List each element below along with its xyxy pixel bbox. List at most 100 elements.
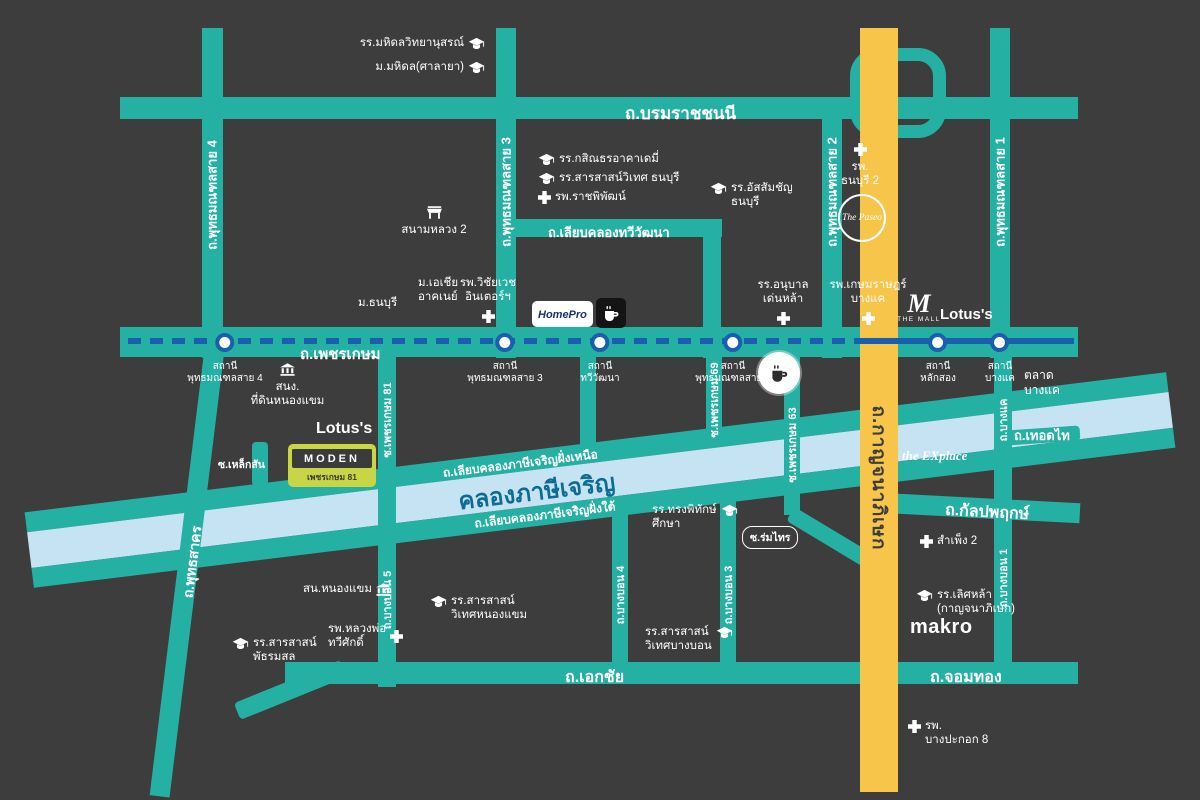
road-label-soi-lek-san: ซ.เหล็กสัน xyxy=(218,459,265,471)
station-prefix: สถานี xyxy=(492,361,518,372)
station-prefix: สถานี xyxy=(925,361,951,372)
graduation-cap-icon xyxy=(468,37,485,50)
coffee-cup-icon xyxy=(601,304,621,324)
poi-label: รร.เลิศหล้า (กาญจนาภิเษก) xyxy=(937,589,1015,616)
homepro-logo: HomePro xyxy=(532,301,593,327)
poi-label: รพ. ธนบุรี 2 xyxy=(841,161,879,188)
poi-label: รพ.วิชัยเวช อินเตอร์ฯ xyxy=(459,277,517,304)
makro-logo: makro xyxy=(910,616,973,639)
poi-label: รร.สารสาสน์วิเทศ ธนบุรี xyxy=(559,172,680,184)
poi-label: รพ.ราชพิพัฒน์ xyxy=(555,191,626,203)
poi-southeast-asia-university: ม.เอเชีย อาคเนย์ xyxy=(418,276,458,305)
station-phutthamonthon-sai-3: สถานีพุทธมณฑลสาย 3 xyxy=(467,333,543,385)
graduation-cap-icon xyxy=(430,595,447,608)
lotus-logo-text: Lotus's xyxy=(940,306,993,323)
poi-label: รพ. บางปะกอก 8 xyxy=(925,720,989,747)
coffee-shop-badge-logo xyxy=(758,352,800,394)
makro-logo-text: makro xyxy=(910,616,973,638)
hospital-cross-icon xyxy=(853,143,867,156)
road-label-borommaratchachonnani: ถ.บรมราชชนนี xyxy=(625,104,737,123)
station-prefix: สถานี xyxy=(987,361,1013,372)
poi-label: รร.กสิณธรอาคาเดมี่ xyxy=(559,153,659,165)
road-label-ekkachai: ถ.เอกชัย xyxy=(565,669,625,686)
lotus-logo-west: Lotus's xyxy=(316,420,372,438)
poi-sanam-luang-2: สนามหลวง 2 xyxy=(398,205,470,237)
station-dot-icon xyxy=(590,333,610,352)
explace-logo-text: the EXplace xyxy=(902,448,968,463)
station-dot-icon xyxy=(215,333,235,352)
poi-label: รพ.หลวงพ่อ ทวีศักดิ์ xyxy=(328,623,387,650)
poi-mahidol-university-salaya: ม.มหิดล(ศาลายา) xyxy=(320,60,485,74)
road-label-soi-phetkasem-81: ซ.เพชรเกษม 81 xyxy=(382,382,394,458)
road-soi-phetkasem-63 xyxy=(784,357,800,515)
road-label-phutthamonthon-3: ถ.พุทธมณฑลสาย 3 xyxy=(498,137,514,247)
the-explace-logo: the EXplace xyxy=(902,448,967,464)
road-label-phutthamonthon-1: ถ.พุทธมณฑลสาย 1 xyxy=(992,137,1008,247)
station-name: บางแค xyxy=(985,373,1015,384)
poi-label: รร.สารสาสน์ วิเทศหนองแขม xyxy=(451,595,528,622)
road-label-thoet-thai: ถ.เทอดไท xyxy=(1014,428,1070,443)
poi-label: ม.เอเชีย อาคเนย์ xyxy=(418,277,459,304)
road-phutthamonthon-sai-1 xyxy=(990,28,1010,358)
graduation-cap-icon xyxy=(538,153,555,166)
hospital-cross-icon xyxy=(920,535,933,549)
moden-project-logo: MODEN เพชรเกษม 81 xyxy=(288,444,376,487)
poi-kasemrad-bang-khae-hospital: รพ.เกษมราษฎร์ บางแค xyxy=(828,278,908,325)
hospital-cross-icon xyxy=(861,311,875,325)
coffee-cup-icon xyxy=(768,363,790,385)
poi-sarasas-witaed-thonburi-school: รร.สารสาสน์วิเทศ ธนบุรี xyxy=(538,171,679,185)
poi-sampheng-2: สำเพ็ง 2 xyxy=(920,534,977,549)
station-lak-song: สถานีหลักสอง xyxy=(920,333,956,385)
road-label-bang-bon-4: ถ.บางบอน 4 xyxy=(615,565,627,625)
poi-nong-khaem-land-office: สนง. ที่ดินหนองแขม xyxy=(240,362,335,409)
road-label-kanlapaphruek: ถ.กัลปพฤกษ์ xyxy=(944,501,1030,524)
road-phutthamonthon-sai-3 xyxy=(496,28,516,358)
graduation-cap-icon xyxy=(538,172,555,185)
poi-label: รร.ทรงพิทักษ์ ศึกษา xyxy=(652,504,717,531)
lotus-logo-east: Lotus's xyxy=(940,306,993,323)
road-thawi-watthana-connector xyxy=(703,219,721,358)
graduation-cap-icon xyxy=(716,626,733,639)
road-label-soi-phetkasem-63: ซ.เพชรเกษม 63 xyxy=(787,407,799,483)
station-dot-icon xyxy=(928,333,948,352)
poi-label: ตลาด บางแค xyxy=(1024,368,1060,397)
hospital-cross-icon xyxy=(538,191,551,204)
graduation-cap-icon xyxy=(710,182,727,195)
road-phutthamonthon-sai-4 xyxy=(202,28,223,358)
station-name: หลักสอง xyxy=(920,373,956,384)
station-phutthamonthon-sai-4: สถานีพุทธมณฑลสาย 4 xyxy=(187,333,263,385)
poi-label: รร.สารสาสน์ วิเทศบางบอน xyxy=(645,626,712,653)
road-label-soi-rom-sai: ซ.ร่มไทร xyxy=(742,526,799,549)
poi-mahidol-wittayanusorn-school: รร.มหิดลวิทยานุสรณ์ xyxy=(320,36,485,50)
poi-assumption-thonburi-school: รร.อัสสัมชัญ ธนบุรี xyxy=(710,181,793,210)
poi-label: รร.อัสสัมชัญ ธนบุรี xyxy=(731,182,793,209)
station-name: ทวีวัฒนา xyxy=(580,373,620,384)
poi-denla-kindergarten: รร.อนุบาล เด่นหล้า xyxy=(753,278,813,325)
poi-label: รร.อนุบาล เด่นหล้า xyxy=(757,279,809,306)
poi-ratchaphiphat-hospital: รพ.ราชพิพัฒน์ xyxy=(538,190,626,204)
poi-vichaivej-inter-hospital: รพ.วิชัยเวช อินเตอร์ฯ xyxy=(456,276,520,323)
road-label-phutthamonthon-4: ถ.พุทธมณฑลสาย 4 xyxy=(204,140,220,250)
lotus-logo-text: Lotus's xyxy=(316,420,373,437)
poi-label: รร.มหิดลวิทยานุสรณ์ xyxy=(359,37,464,49)
homepro-logo-text: HomePro xyxy=(538,309,587,321)
road-soi-lek-san xyxy=(252,442,268,486)
poi-kasintorn-academy-school: รร.กสิณธรอาคาเดมี่ xyxy=(538,152,659,166)
road-label-phetkasem: ถ.เพชรเกษม xyxy=(300,346,381,363)
poi-label: รร.สารสาสน์ พัธรมสล xyxy=(253,637,317,664)
moden-logo-name: MODEN xyxy=(292,448,372,468)
the-mall-initial: M xyxy=(907,289,931,318)
government-building-icon xyxy=(280,363,295,376)
station-thawi-watthana: สถานีทวีวัฒนา xyxy=(580,333,620,385)
road-label-liap-thawi-watthana: ถ.เลียบคลองทวีวัฒนา xyxy=(548,225,670,240)
station-name: พุทธมณฑลสาย 2 xyxy=(695,373,771,384)
road-liap-khlong-thawi-watthana xyxy=(497,219,722,237)
station-prefix: สถานี xyxy=(587,361,613,372)
hospital-cross-icon xyxy=(481,309,495,323)
road-label-kanchanaphisek: ถ.กาญจนาภิเษก xyxy=(868,405,889,551)
poi-thonburi-2-hospital: รพ. ธนบุรี 2 xyxy=(836,142,884,189)
paseo-logo-text: The Paseo xyxy=(842,212,882,223)
hospital-cross-icon xyxy=(908,720,921,733)
poi-sarasas-phatharamon-school: รร.สารสาสน์ พัธรมสล xyxy=(232,636,317,665)
